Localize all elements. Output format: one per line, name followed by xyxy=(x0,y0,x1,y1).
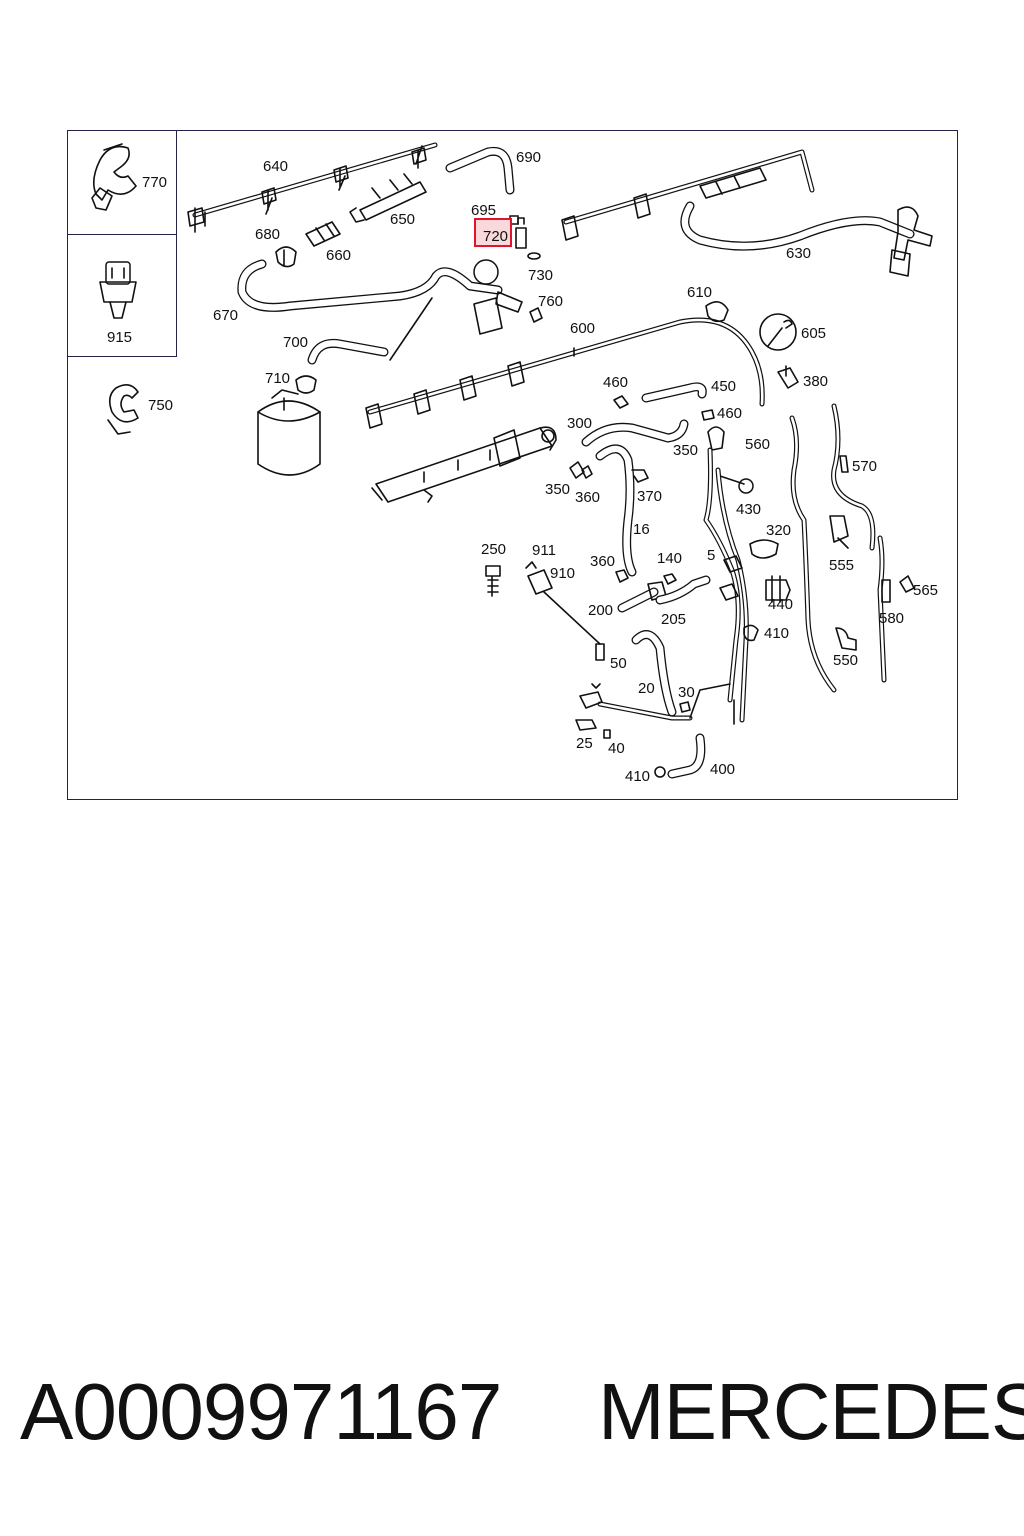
clip-680-drawing xyxy=(275,246,297,268)
label-450: 450 xyxy=(711,378,736,395)
label-370: 370 xyxy=(637,488,662,505)
label-555: 555 xyxy=(829,557,854,574)
label-350-left: 350 xyxy=(545,481,570,498)
label-5: 5 xyxy=(707,547,715,564)
rail-640-drawing xyxy=(187,142,438,233)
label-610: 610 xyxy=(687,284,712,301)
label-205: 205 xyxy=(661,611,686,628)
fuel-lines-5-drawing xyxy=(703,447,759,723)
label-400: 400 xyxy=(710,761,735,778)
pipes-560-570-drawing xyxy=(789,403,887,693)
label-50: 50 xyxy=(610,655,627,672)
label-690: 690 xyxy=(516,149,541,166)
hose-670-drawing xyxy=(237,259,503,312)
clip-915-drawing xyxy=(99,261,137,319)
parts-550-580-drawing xyxy=(829,515,915,651)
fitting-460-drawing xyxy=(613,395,715,421)
part-drawings xyxy=(91,142,933,779)
bolt-250-drawing xyxy=(485,561,605,661)
wrench-605-drawing xyxy=(759,313,797,351)
connector-660-drawing xyxy=(305,221,341,247)
label-360-upper: 360 xyxy=(575,489,600,506)
brand-name: MERCEDES xyxy=(598,1367,1024,1456)
label-770: 770 xyxy=(142,174,167,191)
common-rail-drawing xyxy=(371,426,557,503)
label-460-upper: 460 xyxy=(603,374,628,391)
label-380: 380 xyxy=(803,373,828,390)
part-number: A0009971167 xyxy=(20,1367,502,1456)
label-570: 570 xyxy=(852,458,877,475)
label-360-lower: 360 xyxy=(590,553,615,570)
hose-20-drawing xyxy=(575,630,735,779)
clip-610-drawing xyxy=(705,301,729,323)
parts-diagram: 720 770 915 640 690 650 695 730 680 660 … xyxy=(91,142,938,785)
label-915: 915 xyxy=(107,329,132,346)
label-25: 25 xyxy=(576,735,593,752)
valve-670-drawing xyxy=(473,259,523,335)
label-460-lower: 460 xyxy=(717,405,742,422)
label-320: 320 xyxy=(766,522,791,539)
clip-770-drawing xyxy=(91,143,137,211)
label-911: 911 xyxy=(532,542,556,559)
label-140: 140 xyxy=(657,550,682,567)
clip-370-drawing xyxy=(631,469,649,483)
label-550: 550 xyxy=(833,652,858,669)
label-605: 605 xyxy=(801,325,826,342)
fitting-440-drawing xyxy=(765,575,791,603)
label-410-right: 410 xyxy=(764,625,789,642)
inset-box-915 xyxy=(67,234,177,357)
label-910: 910 xyxy=(550,565,575,582)
label-410-bottom: 410 xyxy=(625,768,650,785)
label-16: 16 xyxy=(633,521,650,538)
label-695: 695 xyxy=(471,202,496,219)
label-430: 430 xyxy=(736,501,761,518)
label-20: 20 xyxy=(638,680,655,697)
clip-380-drawing xyxy=(777,365,799,389)
label-670: 670 xyxy=(213,307,238,324)
label-600: 600 xyxy=(570,320,595,337)
clip-350-drawing xyxy=(569,426,725,479)
label-300: 300 xyxy=(567,415,592,432)
highlight-box-720 xyxy=(474,218,512,247)
label-440: 440 xyxy=(768,596,793,613)
label-580: 580 xyxy=(879,610,904,627)
label-565: 565 xyxy=(913,582,938,599)
hose-200-drawing xyxy=(615,569,711,613)
label-30: 30 xyxy=(678,684,695,701)
label-560: 560 xyxy=(745,436,770,453)
label-40: 40 xyxy=(608,740,625,757)
label-350-right: 350 xyxy=(673,442,698,459)
clip-750-drawing xyxy=(107,384,139,435)
label-250: 250 xyxy=(481,541,506,558)
label-200: 200 xyxy=(588,602,613,619)
sensor-650-drawing xyxy=(349,173,427,223)
inset-box-770 xyxy=(67,130,177,235)
hose-300-drawing xyxy=(581,419,689,577)
label-660: 660 xyxy=(326,247,351,264)
label-700: 700 xyxy=(283,334,308,351)
label-750: 750 xyxy=(148,397,173,414)
label-710: 710 xyxy=(265,370,290,387)
label-760: 760 xyxy=(538,293,563,310)
diagram-frame xyxy=(67,130,958,800)
rail-600-drawing xyxy=(365,317,765,429)
label-650: 650 xyxy=(390,211,415,228)
label-720-highlighted: 720 xyxy=(483,228,508,245)
label-640: 640 xyxy=(263,158,288,175)
hose-450-drawing xyxy=(641,382,707,403)
label-680: 680 xyxy=(255,226,280,243)
hose-690-drawing xyxy=(445,146,515,195)
rail-630-drawing xyxy=(561,149,933,277)
bolt-430-drawing xyxy=(719,475,779,559)
hose-700-drawing xyxy=(307,297,433,365)
small-parts-720-drawing xyxy=(509,215,543,323)
label-630: 630 xyxy=(786,245,811,262)
filter-710-drawing xyxy=(257,375,321,476)
label-730: 730 xyxy=(528,267,553,284)
